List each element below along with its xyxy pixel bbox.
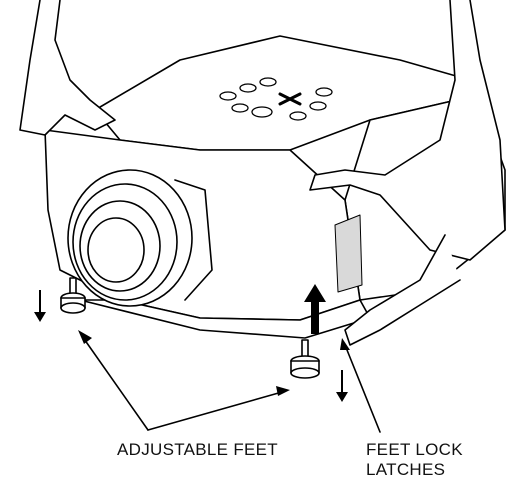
callout-line-latch bbox=[344, 344, 381, 433]
down-arrow-icon bbox=[336, 370, 348, 402]
callout-line-right bbox=[147, 391, 283, 431]
right-lower-hand bbox=[344, 234, 461, 346]
up-arrow-icon bbox=[304, 284, 326, 334]
down-arrow-icon bbox=[34, 290, 46, 322]
left-adjustable-foot bbox=[60, 277, 86, 314]
left-hand bbox=[19, 0, 116, 136]
right-adjustable-foot bbox=[290, 339, 320, 379]
callout-line-left bbox=[81, 335, 149, 431]
adjustable-feet-label: ADJUSTABLE FEET bbox=[117, 440, 278, 459]
callout-arrowhead-right bbox=[276, 386, 290, 396]
right-hand bbox=[309, 0, 506, 261]
vent-grille bbox=[334, 214, 363, 293]
lens bbox=[67, 169, 213, 307]
feet-lock-label-line1: FEET LOCK bbox=[366, 440, 463, 459]
feet-lock-latches-label: FEET LOCK LATCHES bbox=[366, 440, 463, 480]
projector-base bbox=[79, 299, 371, 339]
callout-arrowhead-left bbox=[78, 330, 92, 344]
callout-arrowhead-latch bbox=[340, 338, 350, 350]
feet-lock-label-line2: LATCHES bbox=[366, 460, 446, 479]
control-buttons bbox=[219, 77, 333, 121]
